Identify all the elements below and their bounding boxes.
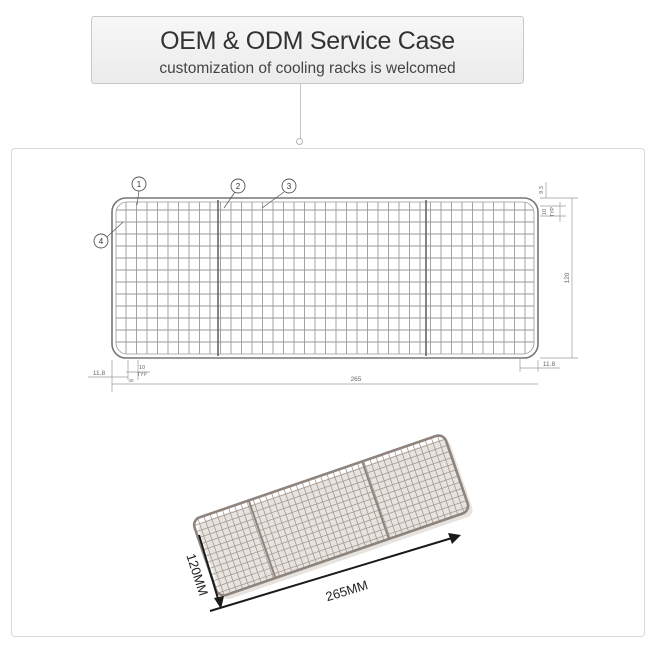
header-title: OEM & ODM Service Case [160, 27, 455, 55]
photo-wire-vertical [240, 504, 268, 580]
photo-wire-vertical [197, 518, 225, 595]
length-arrow [209, 533, 461, 612]
photo-wire-vertical [314, 478, 342, 555]
photo-wire-vertical [216, 512, 243, 589]
header-box: OEM & ODM Service Case customization of … [91, 16, 524, 84]
photo-wire-vertical [400, 449, 428, 525]
photo-wire-horizontal [209, 482, 460, 569]
callout-1-label: 1 [137, 180, 142, 189]
dim-pitch-right-note: TYP [550, 206, 556, 216]
photo-wire-horizontal [201, 457, 451, 545]
callout-4: 4 [93, 221, 124, 249]
dim-pitch-bottom-note: TYP [137, 372, 147, 378]
photo-wire-vertical [406, 446, 434, 523]
connector-dot [296, 138, 303, 145]
photo-wire-vertical [289, 487, 317, 564]
rack-frame [111, 197, 539, 359]
photo-wire-vertical [259, 497, 286, 574]
photo-wire-vertical [351, 465, 379, 542]
photo-wire-vertical [345, 468, 372, 544]
photo-wire-vertical [283, 489, 311, 566]
photo-wire-horizontal [194, 439, 445, 526]
photo-wire-vertical [295, 485, 323, 561]
photo-wire-horizontal [211, 488, 462, 575]
callout-1: 1 [131, 176, 147, 206]
photo-wire-vertical [437, 436, 465, 513]
photo-wire-vertical [277, 491, 305, 568]
photo-wire-vertical [357, 463, 385, 540]
dim-top-offset: 9.3 [539, 186, 545, 194]
photo-wire-vertical [209, 514, 237, 591]
callout-4-label: 4 [99, 237, 104, 246]
photo-wire-horizontal [215, 500, 466, 588]
photo-wire-vertical [431, 438, 458, 515]
photo-wire-horizontal [207, 475, 458, 563]
photo-wire-vertical [363, 461, 391, 538]
photo-wire-horizontal [203, 463, 454, 551]
dim-overall-length: 265 [351, 376, 362, 383]
photo-wire-horizontal [196, 445, 447, 532]
photo-rack-grid [194, 436, 468, 595]
photo-wire-vertical [369, 459, 397, 536]
photo-wire-vertical [418, 442, 446, 519]
photo-length-label: 265MM [324, 577, 370, 604]
photo-wire-vertical [338, 470, 366, 547]
dim-height: 120 [564, 272, 571, 283]
photo-wire-vertical [394, 451, 422, 528]
callout-3: 3 [261, 178, 297, 209]
callout-3-label: 3 [287, 182, 292, 191]
photo-wire-vertical [425, 440, 452, 517]
photo-wire-vertical [302, 482, 329, 559]
dim-small: 40 [128, 378, 134, 383]
photo-wire-vertical [375, 457, 403, 534]
photo-wire-vertical [228, 508, 256, 585]
callout-2-label: 2 [236, 182, 241, 191]
photo-wire-vertical [234, 506, 262, 583]
dim-end-left: 11.8 [93, 370, 106, 377]
photo-wire-horizontal [205, 469, 456, 557]
dim-pitch-bottom: 10 [139, 365, 145, 371]
photo-wire-vertical [412, 444, 440, 521]
photo-wire-vertical [381, 455, 409, 532]
photo-wire-vertical [308, 480, 336, 557]
photo-wire-vertical [252, 499, 280, 576]
dim-end-right: 11.8 [543, 361, 556, 368]
photo-wire-vertical [265, 495, 293, 572]
dimension-lines [88, 182, 578, 392]
rack-frame-inner [115, 201, 535, 355]
photo-wire-vertical [326, 474, 354, 551]
photo-wire-vertical [271, 493, 299, 570]
photo-wire-vertical [203, 516, 231, 593]
photo-wire-vertical [388, 453, 415, 530]
photo-wire-vertical [246, 501, 274, 578]
callout-2: 2 [223, 178, 246, 209]
photo-wire-vertical [332, 472, 360, 549]
connector-line [300, 84, 301, 140]
rack-grid-wires [116, 202, 534, 354]
photo-wire-horizontal [218, 506, 468, 594]
width-arrow [198, 534, 224, 609]
photo-wire-horizontal [213, 494, 464, 582]
photo-wire-vertical [320, 476, 348, 553]
dim-pitch-right: 10 [542, 209, 548, 215]
header-subtitle: customization of cooling racks is welcom… [159, 60, 456, 77]
photo-wire-vertical [222, 510, 250, 587]
photo-wire-horizontal [199, 451, 449, 539]
